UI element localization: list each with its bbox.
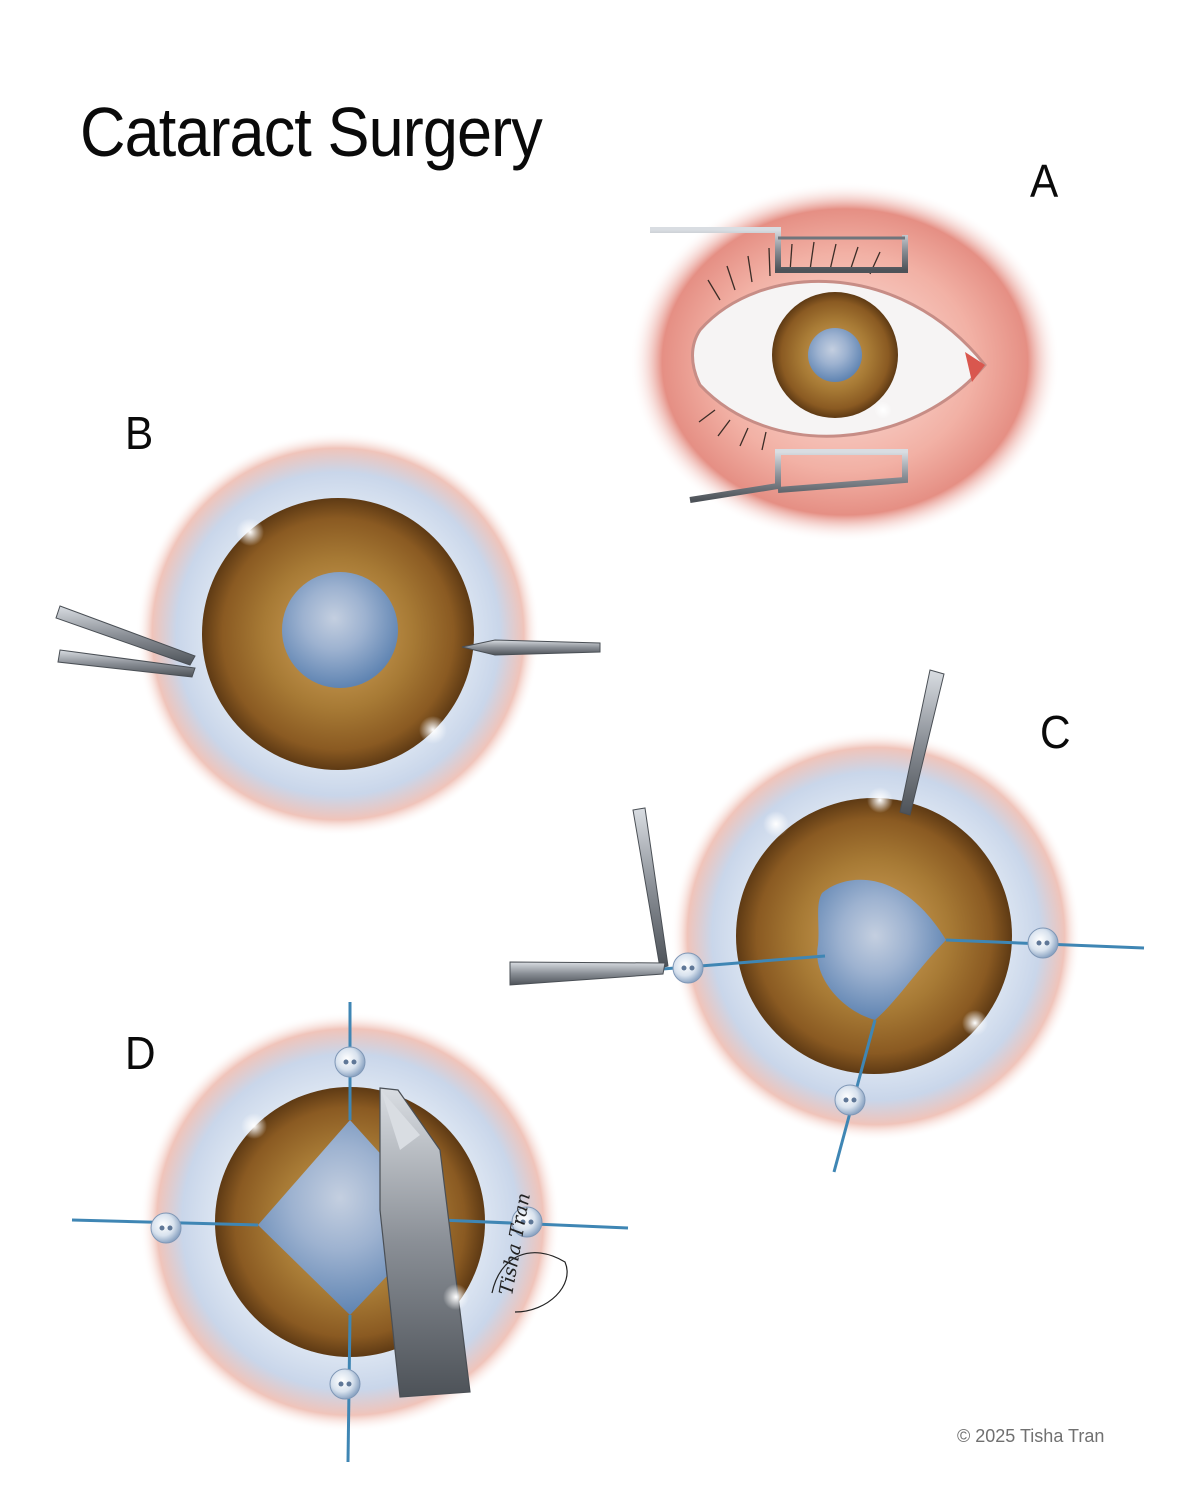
phaco-handpiece-d: [379, 1087, 471, 1398]
panel-label-a: A: [1030, 155, 1059, 207]
panel-c-eye: [509, 669, 1145, 1173]
figure-title: Cataract Surgery: [80, 93, 543, 171]
panel-label-d: D: [125, 1027, 156, 1079]
instruments-c: [509, 669, 945, 986]
panel-label-b: B: [125, 407, 154, 459]
panel-b-eye: [55, 432, 601, 836]
knife-b: [461, 639, 601, 656]
forceps-b: [55, 605, 196, 678]
panel-a-eye: [630, 182, 1060, 542]
copyright-notice: © 2025 Tisha Tran: [957, 1426, 1105, 1446]
eyelashes: [698, 241, 881, 451]
panel-d-eye: [71, 1002, 629, 1463]
panel-label-c: C: [1040, 706, 1071, 758]
